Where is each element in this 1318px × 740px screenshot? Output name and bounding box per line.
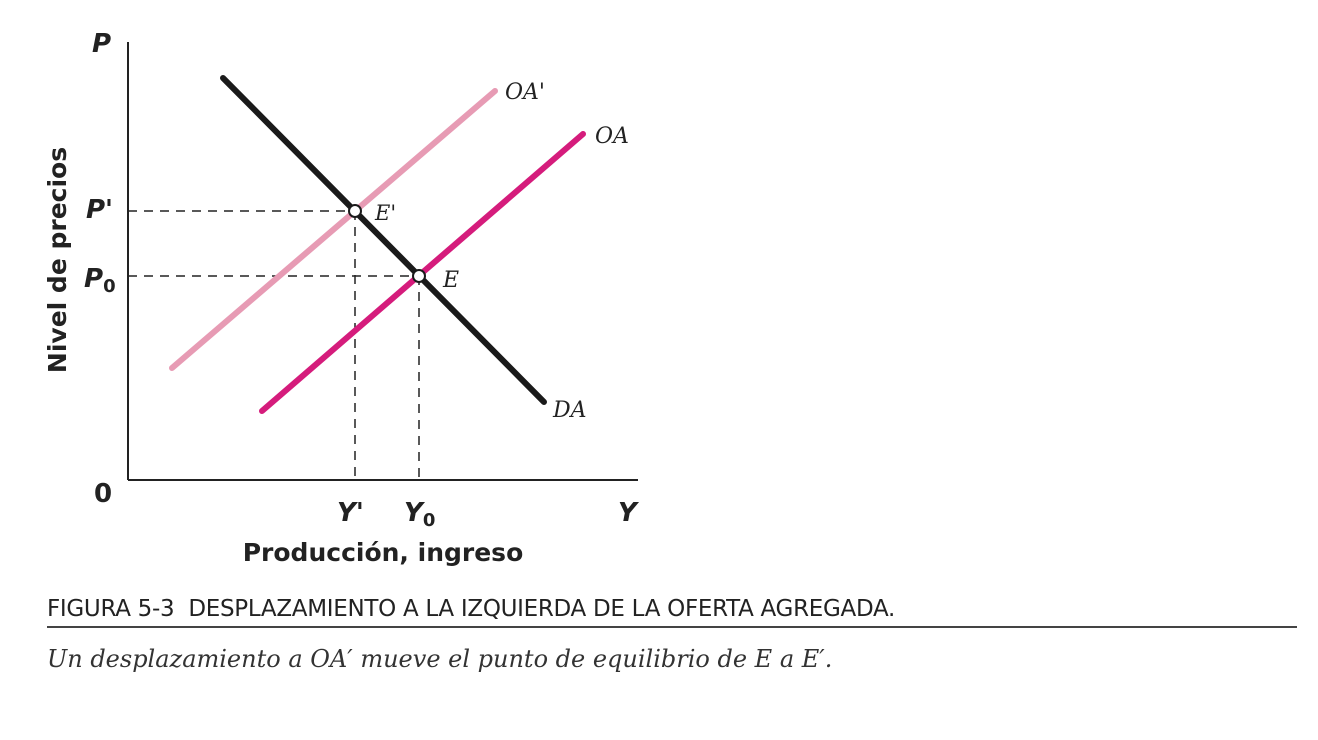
oa-prime-label: OA' <box>505 80 545 105</box>
oa-prime-curve <box>169 88 498 371</box>
y-axis-title: Nivel de precios <box>43 147 72 373</box>
p0-tick-main: P <box>84 264 103 294</box>
p0-tick: P0 <box>84 264 116 297</box>
y0-tick-main: Y <box>404 498 426 528</box>
x-axis-letter: Y <box>618 498 640 528</box>
diagram: OA' OA DA E' E P 0 Y P' P0 Y' Y0 Producc… <box>43 29 640 567</box>
p0-tick-sub: 0 <box>103 276 116 297</box>
p-prime-tick: P' <box>86 195 113 225</box>
equilibrium-point-e-prime <box>348 204 362 218</box>
y-prime-tick: Y' <box>337 498 364 528</box>
oa-label: OA <box>595 124 629 149</box>
y0-tick-sub: 0 <box>423 510 436 531</box>
e-label: E <box>442 268 459 293</box>
equilibrium-point-e <box>412 269 426 283</box>
figure-caption: FIGURA 5-3 DESPLAZAMIENTO A LA IZQUIERDA … <box>47 596 1297 628</box>
figure-number: FIGURA 5-3 <box>47 596 175 622</box>
y0-tick: Y0 <box>404 498 435 531</box>
e-prime-label: E' <box>374 201 396 225</box>
y-axis-letter: P <box>92 29 111 59</box>
x-axis-title: Producción, ingreso <box>243 538 524 567</box>
figure-title: DESPLAZAMIENTO A LA IZQUIERDA DE LA OFER… <box>188 596 895 622</box>
origin-label: 0 <box>94 479 112 509</box>
da-label: DA <box>552 398 587 423</box>
da-curve <box>220 75 547 405</box>
figure-description: Un desplazamiento a OA′ mueve el punto d… <box>47 645 833 673</box>
